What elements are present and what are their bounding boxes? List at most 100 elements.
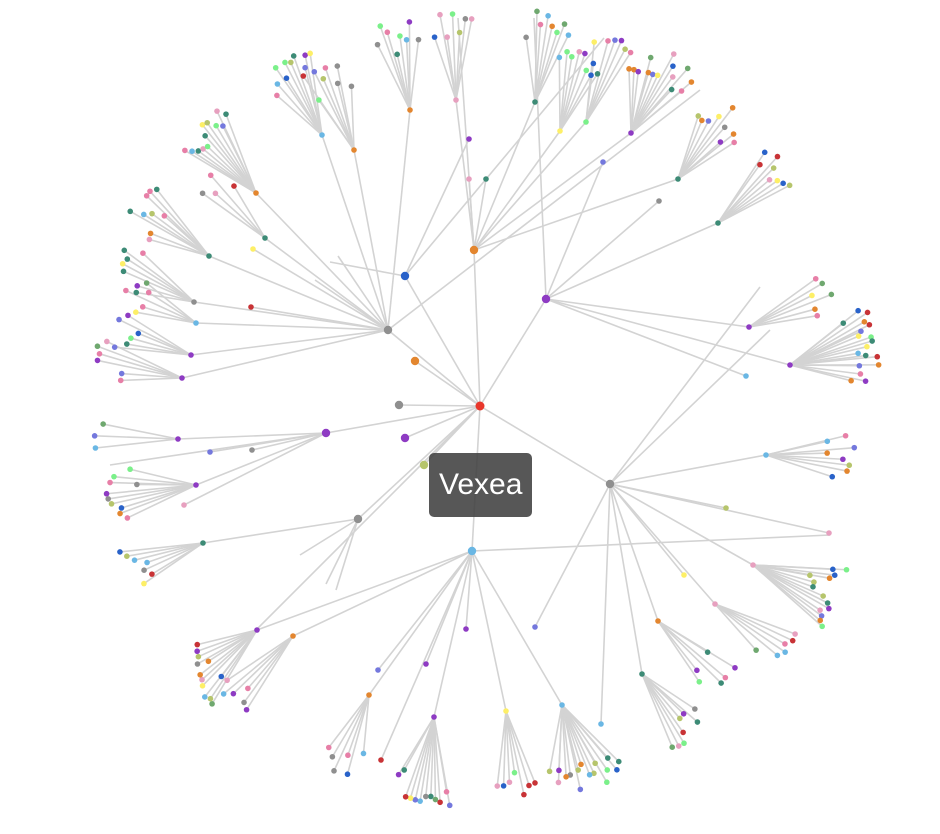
leaf-node[interactable] bbox=[511, 769, 518, 776]
leaf-node[interactable] bbox=[272, 64, 279, 71]
leaf-node[interactable] bbox=[116, 316, 122, 323]
root-node[interactable] bbox=[475, 401, 485, 411]
leaf-node[interactable] bbox=[556, 767, 562, 774]
leaf-node[interactable] bbox=[567, 772, 574, 778]
leaf-node[interactable] bbox=[622, 46, 628, 53]
leaf-node[interactable] bbox=[618, 37, 625, 44]
leaf-node[interactable] bbox=[645, 69, 652, 76]
leaf-node[interactable] bbox=[545, 12, 551, 19]
leaf-node[interactable] bbox=[243, 706, 250, 713]
leaf-node[interactable] bbox=[446, 802, 453, 809]
leaf-node[interactable] bbox=[128, 335, 134, 341]
branch-node[interactable] bbox=[378, 757, 384, 763]
leaf-node[interactable] bbox=[583, 67, 590, 74]
branch-node[interactable] bbox=[431, 714, 437, 720]
hub-node[interactable] bbox=[400, 433, 410, 443]
leaf-node[interactable] bbox=[840, 456, 846, 463]
leaf-node[interactable] bbox=[182, 147, 188, 154]
leaf-node[interactable] bbox=[615, 758, 622, 765]
branch-node[interactable] bbox=[483, 176, 489, 182]
leaf-node[interactable] bbox=[153, 186, 160, 193]
leaf-node[interactable] bbox=[374, 41, 381, 48]
leaf-node[interactable] bbox=[604, 779, 610, 786]
leaf-node[interactable] bbox=[133, 289, 140, 296]
leaf-node[interactable] bbox=[842, 432, 849, 439]
leaf-node[interactable] bbox=[123, 287, 129, 294]
leaf-node[interactable] bbox=[817, 607, 823, 613]
branch-node[interactable] bbox=[598, 721, 604, 727]
branch-node[interactable] bbox=[191, 299, 197, 305]
leaf-node[interactable] bbox=[104, 338, 110, 345]
leaf-node[interactable] bbox=[753, 647, 759, 653]
leaf-node[interactable] bbox=[100, 421, 106, 427]
leaf-node[interactable] bbox=[862, 352, 869, 359]
leaf-node[interactable] bbox=[819, 280, 826, 287]
hub-node[interactable] bbox=[419, 460, 429, 470]
leaf-node[interactable] bbox=[526, 782, 532, 789]
leaf-node[interactable] bbox=[500, 783, 507, 789]
branch-node[interactable] bbox=[826, 530, 832, 536]
leaf-node[interactable] bbox=[828, 291, 835, 298]
leaf-node[interactable] bbox=[774, 153, 781, 160]
leaf-node[interactable] bbox=[729, 104, 736, 111]
leaf-node[interactable] bbox=[111, 473, 117, 480]
branch-node[interactable] bbox=[248, 304, 254, 310]
leaf-node[interactable] bbox=[139, 304, 146, 310]
leaf-node[interactable] bbox=[864, 309, 871, 316]
leaf-node[interactable] bbox=[695, 113, 702, 119]
leaf-node[interactable] bbox=[94, 343, 101, 350]
leaf-node[interactable] bbox=[605, 38, 611, 44]
leaf-node[interactable] bbox=[146, 236, 153, 243]
leaf-node[interactable] bbox=[774, 652, 781, 659]
leaf-node[interactable] bbox=[875, 362, 882, 368]
leaf-node[interactable] bbox=[140, 250, 146, 256]
leaf-node[interactable] bbox=[134, 481, 140, 488]
branch-node[interactable] bbox=[787, 362, 793, 368]
leaf-node[interactable] bbox=[443, 788, 450, 795]
leaf-node[interactable] bbox=[523, 34, 529, 41]
leaf-node[interactable] bbox=[861, 319, 868, 325]
leaf-node[interactable] bbox=[851, 444, 858, 451]
leaf-node[interactable] bbox=[582, 50, 588, 57]
leaf-node[interactable] bbox=[121, 247, 128, 254]
leaf-node[interactable] bbox=[844, 468, 850, 474]
leaf-node[interactable] bbox=[135, 330, 142, 337]
leaf-node[interactable] bbox=[207, 172, 214, 179]
leaf-node[interactable] bbox=[428, 793, 434, 800]
leaf-node[interactable] bbox=[437, 799, 443, 806]
leaf-node[interactable] bbox=[722, 674, 729, 681]
leaf-node[interactable] bbox=[810, 584, 816, 590]
leaf-node[interactable] bbox=[220, 691, 227, 697]
leaf-node[interactable] bbox=[694, 667, 700, 674]
leaf-node[interactable] bbox=[329, 753, 336, 760]
leaf-node[interactable] bbox=[199, 190, 206, 197]
leaf-node[interactable] bbox=[855, 333, 862, 339]
leaf-node[interactable] bbox=[612, 37, 618, 43]
leaf-node[interactable] bbox=[127, 208, 134, 215]
branch-node[interactable] bbox=[750, 562, 756, 568]
branch-node[interactable] bbox=[175, 436, 181, 442]
leaf-node[interactable] bbox=[290, 53, 297, 59]
leaf-node[interactable] bbox=[199, 676, 205, 683]
leaf-node[interactable] bbox=[334, 80, 341, 87]
leaf-node[interactable] bbox=[818, 613, 825, 619]
branch-node[interactable] bbox=[253, 190, 259, 196]
leaf-node[interactable] bbox=[117, 377, 124, 384]
leaf-node[interactable] bbox=[669, 74, 676, 80]
leaf-node[interactable] bbox=[576, 48, 583, 55]
leaf-node[interactable] bbox=[718, 680, 724, 686]
leaf-node[interactable] bbox=[678, 88, 685, 94]
leaf-node[interactable] bbox=[830, 566, 836, 573]
leaf-node[interactable] bbox=[92, 445, 99, 451]
leaf-node[interactable] bbox=[532, 780, 538, 786]
leaf-node[interactable] bbox=[649, 71, 656, 78]
leaf-node[interactable] bbox=[705, 118, 712, 124]
leaf-node[interactable] bbox=[120, 268, 127, 275]
branch-node[interactable] bbox=[206, 253, 212, 259]
hub-node[interactable] bbox=[467, 546, 477, 556]
leaf-node[interactable] bbox=[207, 695, 214, 702]
leaf-node[interactable] bbox=[397, 33, 403, 39]
leaf-node[interactable] bbox=[591, 39, 598, 45]
leaf-node[interactable] bbox=[377, 23, 384, 29]
leaf-node[interactable] bbox=[189, 148, 195, 155]
